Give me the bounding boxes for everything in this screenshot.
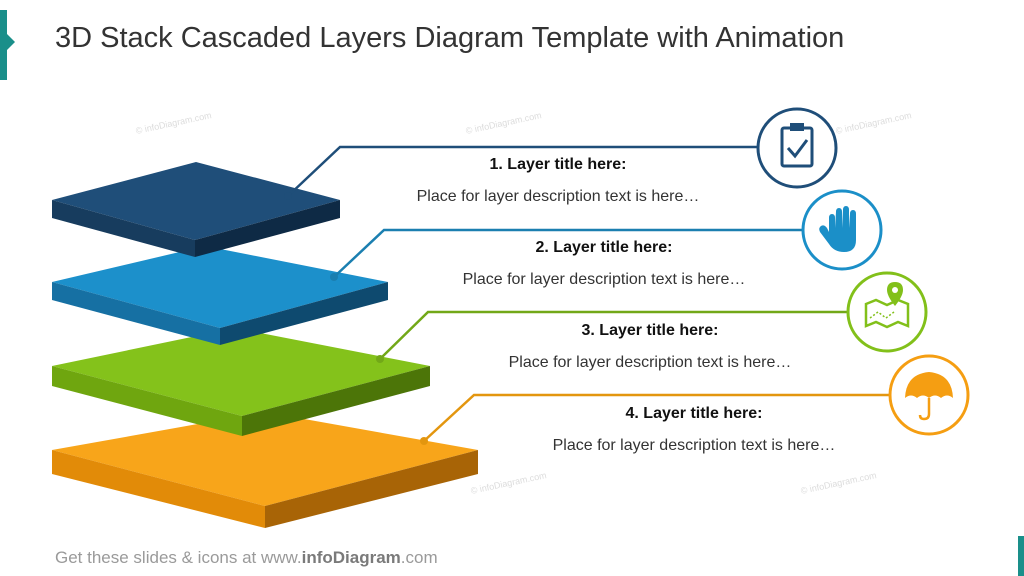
footer-suffix: .com	[400, 548, 438, 567]
accent-bar	[0, 10, 7, 80]
connector-4-dot	[420, 437, 428, 445]
connector-4	[423, 393, 890, 442]
layer-4-slab[interactable]	[52, 412, 478, 528]
footer-prefix: Get these slides & icons at www.	[55, 548, 302, 567]
clipboard-check-icon	[756, 107, 838, 189]
layer-1-text: 1. Layer title here: Place for layer des…	[368, 156, 748, 206]
layer-1-slab[interactable]	[52, 162, 340, 257]
layer-4-title: 4. Layer title here:	[625, 405, 763, 422]
umbrella-icon	[888, 354, 970, 436]
layer-3-title: 3. Layer title here:	[581, 322, 719, 339]
connector-3-dot	[376, 355, 384, 363]
layer-1-description: Place for layer description text is here…	[416, 188, 700, 205]
accent-notch	[7, 34, 15, 50]
hand-icon	[801, 189, 883, 271]
layer-3-text: 3. Layer title here: Place for layer des…	[460, 322, 840, 372]
page-title: 3D Stack Cascaded Layers Diagram Templat…	[55, 22, 845, 54]
connector-2-dot	[330, 273, 338, 281]
corner-accent	[1018, 536, 1024, 576]
footer-brand[interactable]: infoDiagram	[301, 548, 401, 567]
connector-2	[333, 228, 802, 278]
footer: Get these slides & icons at www.infoDiag…	[55, 548, 438, 568]
layer-3-description: Place for layer description text is here…	[508, 354, 792, 371]
connector-3	[379, 310, 848, 360]
layer-1-title: 1. Layer title here:	[489, 156, 627, 173]
map-pin-icon	[846, 271, 928, 353]
layer-4-text: 4. Layer title here: Place for layer des…	[504, 405, 884, 455]
layer-2-title: 2. Layer title here:	[535, 239, 673, 256]
layer-2-slab[interactable]	[52, 246, 388, 345]
layer-2-description: Place for layer description text is here…	[462, 271, 746, 288]
connector-1-dot	[284, 192, 292, 200]
connector-1	[287, 145, 757, 197]
layer-2-text: 2. Layer title here: Place for layer des…	[414, 239, 794, 289]
layer-3-slab[interactable]	[52, 328, 430, 436]
layer-4-description: Place for layer description text is here…	[552, 437, 836, 454]
